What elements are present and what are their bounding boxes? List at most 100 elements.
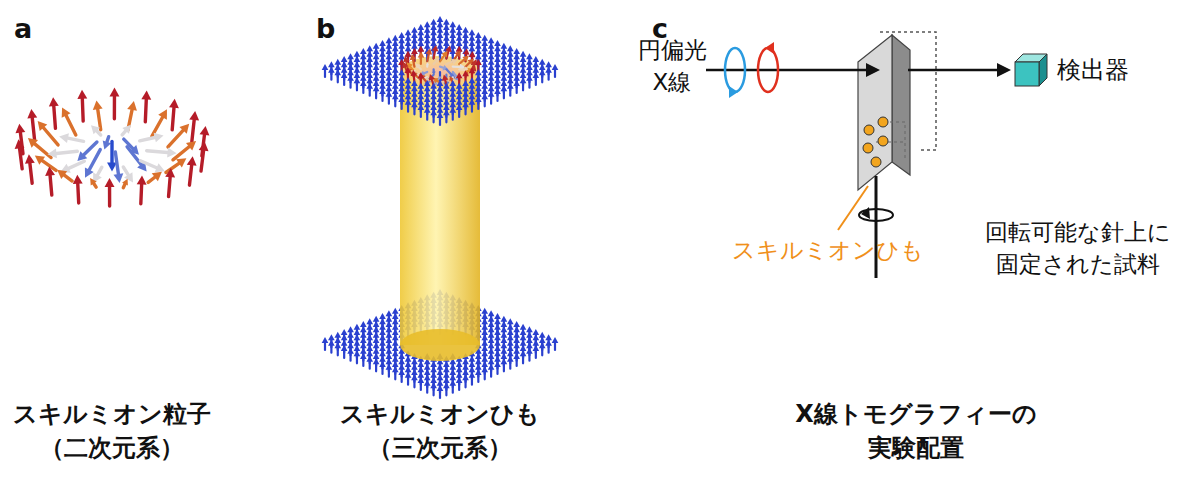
spin-shaft: [452, 386, 454, 393]
spin-head: [360, 353, 367, 359]
spin-shaft: [554, 70, 556, 77]
spin-head: [127, 101, 137, 111]
spin-shaft: [452, 113, 454, 120]
spin-head: [200, 126, 210, 136]
spin-head: [386, 353, 393, 359]
spin-head: [386, 75, 393, 81]
spin-head: [392, 334, 399, 340]
spin-head: [360, 69, 367, 75]
spin-head: [379, 56, 386, 62]
spin-head: [494, 56, 501, 62]
spin-head: [386, 337, 393, 343]
spin-head: [373, 358, 380, 364]
spin-head: [437, 364, 444, 370]
spin-head: [488, 43, 495, 49]
spin-head: [494, 318, 501, 324]
spin-shaft: [458, 110, 460, 117]
spin-head: [405, 372, 412, 378]
spin-head: [360, 59, 367, 65]
spin-shaft: [477, 102, 479, 109]
spin-head: [386, 364, 393, 370]
spin-head: [366, 340, 373, 346]
spin-head: [475, 43, 482, 49]
spin-head: [77, 151, 87, 161]
spin-head: [373, 48, 380, 54]
spin-head: [405, 45, 412, 51]
spin-head: [418, 40, 425, 46]
spin-head: [398, 96, 405, 102]
spin-head: [90, 178, 97, 185]
spin-shaft: [528, 81, 530, 88]
spin-head: [341, 56, 348, 62]
spin-shaft: [426, 113, 428, 120]
spin-head: [430, 104, 437, 110]
spin-head: [494, 88, 501, 94]
spin-head: [103, 140, 111, 149]
spin-head: [154, 133, 164, 143]
spin-head: [93, 100, 103, 110]
tube-dot: [863, 143, 873, 153]
spin-head: [334, 342, 341, 348]
spin-head: [392, 350, 399, 356]
spin-head: [379, 356, 386, 362]
sample-side: [892, 35, 910, 175]
spin-head: [488, 316, 495, 322]
spin-head: [430, 24, 437, 30]
spin-head: [501, 85, 508, 91]
spin-head: [449, 369, 456, 375]
spin-head: [165, 168, 175, 177]
spin-head: [539, 332, 546, 338]
skyrmion-tube: [400, 56, 480, 361]
spin-head: [513, 342, 520, 348]
spin-head: [501, 316, 508, 322]
spin-shaft: [440, 67, 443, 68]
spin-head: [392, 329, 399, 335]
spin-head: [398, 43, 405, 49]
spin-head: [437, 80, 444, 86]
spin-head: [520, 72, 527, 78]
spin-head: [424, 27, 431, 33]
spin-head: [398, 32, 405, 38]
spin-head: [513, 64, 520, 70]
spin-head: [494, 334, 501, 340]
spin-shaft: [503, 364, 505, 371]
spin-head: [507, 61, 514, 67]
spin-head: [462, 369, 469, 375]
spin-head: [334, 59, 341, 65]
spin-shaft: [548, 346, 550, 353]
spin-head: [494, 72, 501, 78]
spin-shaft: [420, 110, 422, 117]
spin-shaft: [56, 151, 77, 153]
spin-head: [341, 329, 348, 335]
spin-head: [488, 332, 495, 338]
spin-head: [430, 19, 437, 25]
tube-dot: [878, 136, 888, 146]
spin-head: [488, 37, 495, 43]
spin-head: [501, 48, 508, 54]
spin-head: [379, 45, 386, 51]
spin-head: [360, 48, 367, 54]
spin-head: [526, 75, 533, 81]
spin-head: [513, 80, 520, 86]
spin-head: [366, 77, 373, 83]
spin-head: [469, 83, 476, 89]
spin-head: [373, 59, 380, 65]
spin-head: [45, 167, 55, 176]
spin-head: [59, 133, 69, 143]
spin-shaft: [426, 386, 428, 393]
spin-head: [481, 356, 488, 362]
spin-head: [501, 353, 508, 359]
spin-head: [360, 342, 367, 348]
spin-head: [488, 64, 495, 70]
spin-head: [501, 64, 508, 70]
spin-head: [526, 59, 533, 65]
spin-head: [481, 72, 488, 78]
spin-shaft: [123, 184, 125, 188]
spin-head: [475, 364, 482, 370]
spin-head: [418, 52, 425, 58]
spin-head: [392, 324, 399, 330]
spin-head: [539, 337, 546, 343]
spin-head: [481, 329, 488, 335]
spin-head: [552, 337, 559, 343]
spin-head: [513, 332, 520, 338]
